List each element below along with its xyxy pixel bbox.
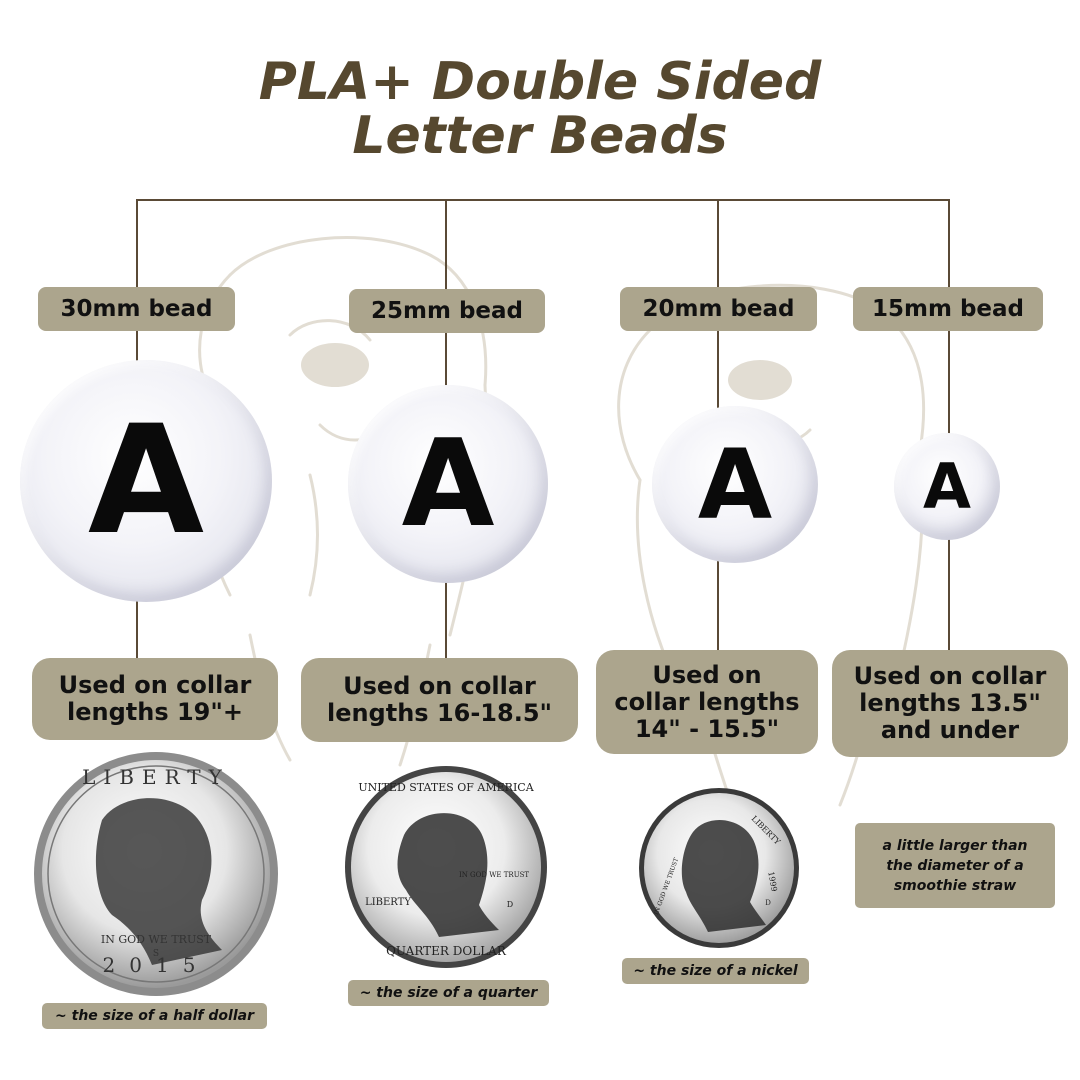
- nickel-coin-image: IN GOD WE TRUST LIBERTY 1999 D: [639, 788, 799, 948]
- note-15mm: a little larger than the diameter of a s…: [855, 823, 1055, 908]
- usage-line: Used on collar: [58, 671, 252, 699]
- note-30mm: ~ the size of a half dollar: [42, 1003, 267, 1029]
- bead-15mm: A: [894, 433, 1000, 540]
- usage-line: Used on: [652, 660, 762, 689]
- coin-text: UNITED STATES OF AMERICA: [358, 781, 534, 794]
- coin-text: IN GOD WE TRUST: [459, 871, 529, 879]
- connector-bar: [136, 199, 949, 201]
- usage-line: Used on collar: [343, 672, 536, 700]
- usage-line: 14" - 15.5": [634, 714, 780, 743]
- bead-25mm: A: [348, 385, 548, 583]
- bead-label-30mm: 30mm bead: [38, 287, 235, 331]
- coin-text: 2015: [103, 953, 210, 977]
- bead-20mm: A: [652, 406, 818, 563]
- bead-letter: A: [401, 414, 495, 554]
- bead-label-25mm: 25mm bead: [349, 289, 545, 333]
- usage-line: and under: [880, 716, 1020, 744]
- usage-20mm: Used on collar lengths 14" - 15.5": [596, 650, 818, 754]
- page-title-line-2: Letter Beads: [352, 106, 728, 166]
- note-line: the diameter of a: [886, 857, 1024, 874]
- coin-text: D: [507, 900, 513, 909]
- note-line: ~ the size of a nickel: [633, 963, 798, 979]
- bead-letter: A: [923, 450, 971, 523]
- coin-text: IN GOD WE TRUST: [101, 933, 212, 946]
- quarter-coin-image: UNITED STATES OF AMERICA LIBERTY IN GOD …: [345, 766, 547, 968]
- usage-15mm: Used on collar lengths 13.5" and under: [832, 650, 1068, 757]
- note-line: a little larger than: [882, 837, 1028, 854]
- coin-text: D: [765, 899, 771, 907]
- coin-text: S: [153, 949, 159, 959]
- usage-line: collar lengths: [614, 687, 800, 716]
- connector-drop-4: [948, 199, 950, 651]
- bead-label-15mm: 15mm bead: [853, 287, 1043, 331]
- note-line: ~ the size of a half dollar: [55, 1008, 254, 1024]
- half-dollar-coin-image: LIBERTY IN GOD WE TRUST 2015 S: [34, 752, 278, 996]
- coin-text: QUARTER DOLLAR: [386, 944, 507, 958]
- page-title-line-1: PLA+ Double Sided: [258, 52, 822, 112]
- coin-text: LIBERTY: [82, 765, 230, 789]
- note-25mm: ~ the size of a quarter: [348, 980, 549, 1006]
- usage-25mm: Used on collar lengths 16-18.5": [301, 658, 578, 742]
- note-20mm: ~ the size of a nickel: [622, 958, 809, 984]
- bead-label-20mm: 20mm bead: [620, 287, 817, 331]
- note-line: ~ the size of a quarter: [359, 985, 538, 1001]
- bead-letter: A: [87, 394, 205, 568]
- usage-line: lengths 13.5": [859, 689, 1041, 717]
- usage-line: lengths 16-18.5": [326, 699, 553, 727]
- usage-line: Used on collar: [853, 662, 1047, 690]
- usage-line: lengths 19"+: [67, 698, 243, 726]
- bead-30mm: A: [20, 360, 272, 602]
- coin-text: 1999: [766, 871, 778, 893]
- bead-letter: A: [697, 428, 773, 541]
- coin-text: LIBERTY: [365, 897, 411, 908]
- note-line: smoothie straw: [893, 877, 1017, 894]
- usage-30mm: Used on collar lengths 19"+: [32, 658, 278, 740]
